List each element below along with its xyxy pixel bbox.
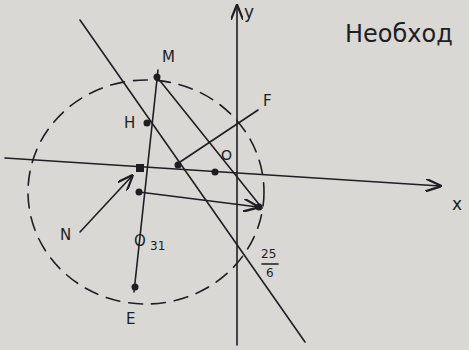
fraction-number: 25	[261, 248, 276, 260]
point	[154, 74, 161, 81]
note-text: Необход	[345, 22, 453, 46]
point	[136, 164, 144, 172]
point-label: O	[221, 148, 232, 162]
x-axis	[5, 158, 440, 186]
point-label: M	[162, 50, 175, 65]
point-label: F	[263, 94, 272, 109]
point	[175, 162, 182, 169]
leader-line	[180, 110, 258, 162]
point-label: H	[124, 116, 135, 131]
point-label: N	[60, 228, 71, 243]
axis-label: y	[244, 4, 254, 21]
vertical-chord	[134, 70, 158, 292]
line-through-m	[157, 77, 262, 208]
point-label: E	[126, 312, 135, 327]
fraction-bar	[262, 263, 278, 265]
point-label: 31	[150, 240, 165, 252]
point	[256, 204, 263, 211]
axis-label: x	[452, 196, 462, 213]
point	[136, 189, 143, 196]
point	[132, 284, 139, 291]
fraction-number: 6	[266, 267, 274, 279]
point	[212, 169, 219, 176]
leader-arrow	[80, 176, 132, 232]
point-label: O	[134, 234, 146, 249]
point	[144, 120, 151, 127]
radius-arrow	[139, 192, 258, 207]
straight-line	[80, 20, 305, 342]
